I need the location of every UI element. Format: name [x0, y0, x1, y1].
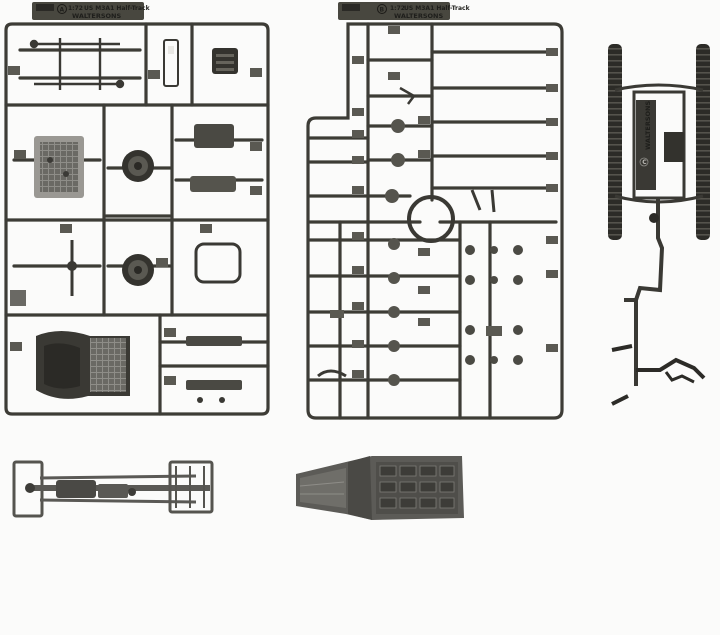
- sprue-b-tag: B 1:72 US M3A1 Half-Track WALTERSONS: [338, 2, 471, 20]
- sprue-stem: [624, 198, 665, 386]
- sprue-b: [306, 22, 564, 420]
- track-right: [696, 44, 710, 240]
- hull-floor-part: [296, 456, 464, 520]
- dashboard-part: [34, 136, 84, 198]
- sprue-b-brand: WALTERSONS: [394, 12, 444, 20]
- drive-sprocket-parts: [611, 344, 706, 406]
- sprue-b-scale: 1:72: [390, 5, 405, 12]
- sprue-a-title: US M3A1 Half-Track: [84, 5, 151, 12]
- sprue-a-brand: WALTERSONS: [72, 12, 122, 20]
- hook-part: [317, 369, 347, 378]
- sprue-b-parts: [317, 86, 523, 386]
- wheel-part-2: [122, 254, 154, 286]
- axle-part: [29, 38, 125, 90]
- road-wheel-cluster-1: [465, 245, 523, 285]
- wheel-part-1: [122, 150, 154, 182]
- sprue-a: [4, 22, 270, 416]
- sprue-a-scale: 1:72: [68, 5, 83, 12]
- sprue-a-parts: [29, 38, 242, 403]
- seat-part: [194, 124, 234, 148]
- sprue-a-tag: A 1:72 US M3A1 Half-Track WALTERSONS: [32, 2, 151, 20]
- tracks-tag: [636, 100, 656, 190]
- track-left: [608, 44, 622, 240]
- chassis-part: [12, 460, 214, 518]
- wheel-frame-part: [194, 242, 242, 284]
- engine-block-part: [212, 48, 238, 74]
- sprue-b-title: US M3A1 Half-Track: [404, 5, 471, 12]
- bench-part: [190, 176, 236, 192]
- sprue-a-number-tabs: [8, 66, 262, 385]
- rail-part: [163, 39, 179, 87]
- tracks-brand: WALTERSONS: [644, 100, 652, 150]
- sprue-b-number-tabs: [352, 26, 558, 378]
- sprue-a-letter: A: [60, 6, 65, 13]
- tracks-frame: WALTERSONS C: [608, 44, 710, 406]
- handle-part: [470, 189, 496, 213]
- hull-body-part: [36, 331, 130, 399]
- sprue-b-frame: [306, 22, 564, 420]
- bracket-part-2: [186, 380, 242, 390]
- ring-mount-part: [407, 195, 455, 243]
- sprue-b-letter: B: [380, 6, 385, 13]
- lever-part: [399, 86, 416, 105]
- bracket-part-1: [186, 336, 242, 346]
- small-wheels: [385, 119, 405, 386]
- tracks-letter: C: [642, 159, 647, 166]
- sprue-a-frame: [4, 22, 270, 416]
